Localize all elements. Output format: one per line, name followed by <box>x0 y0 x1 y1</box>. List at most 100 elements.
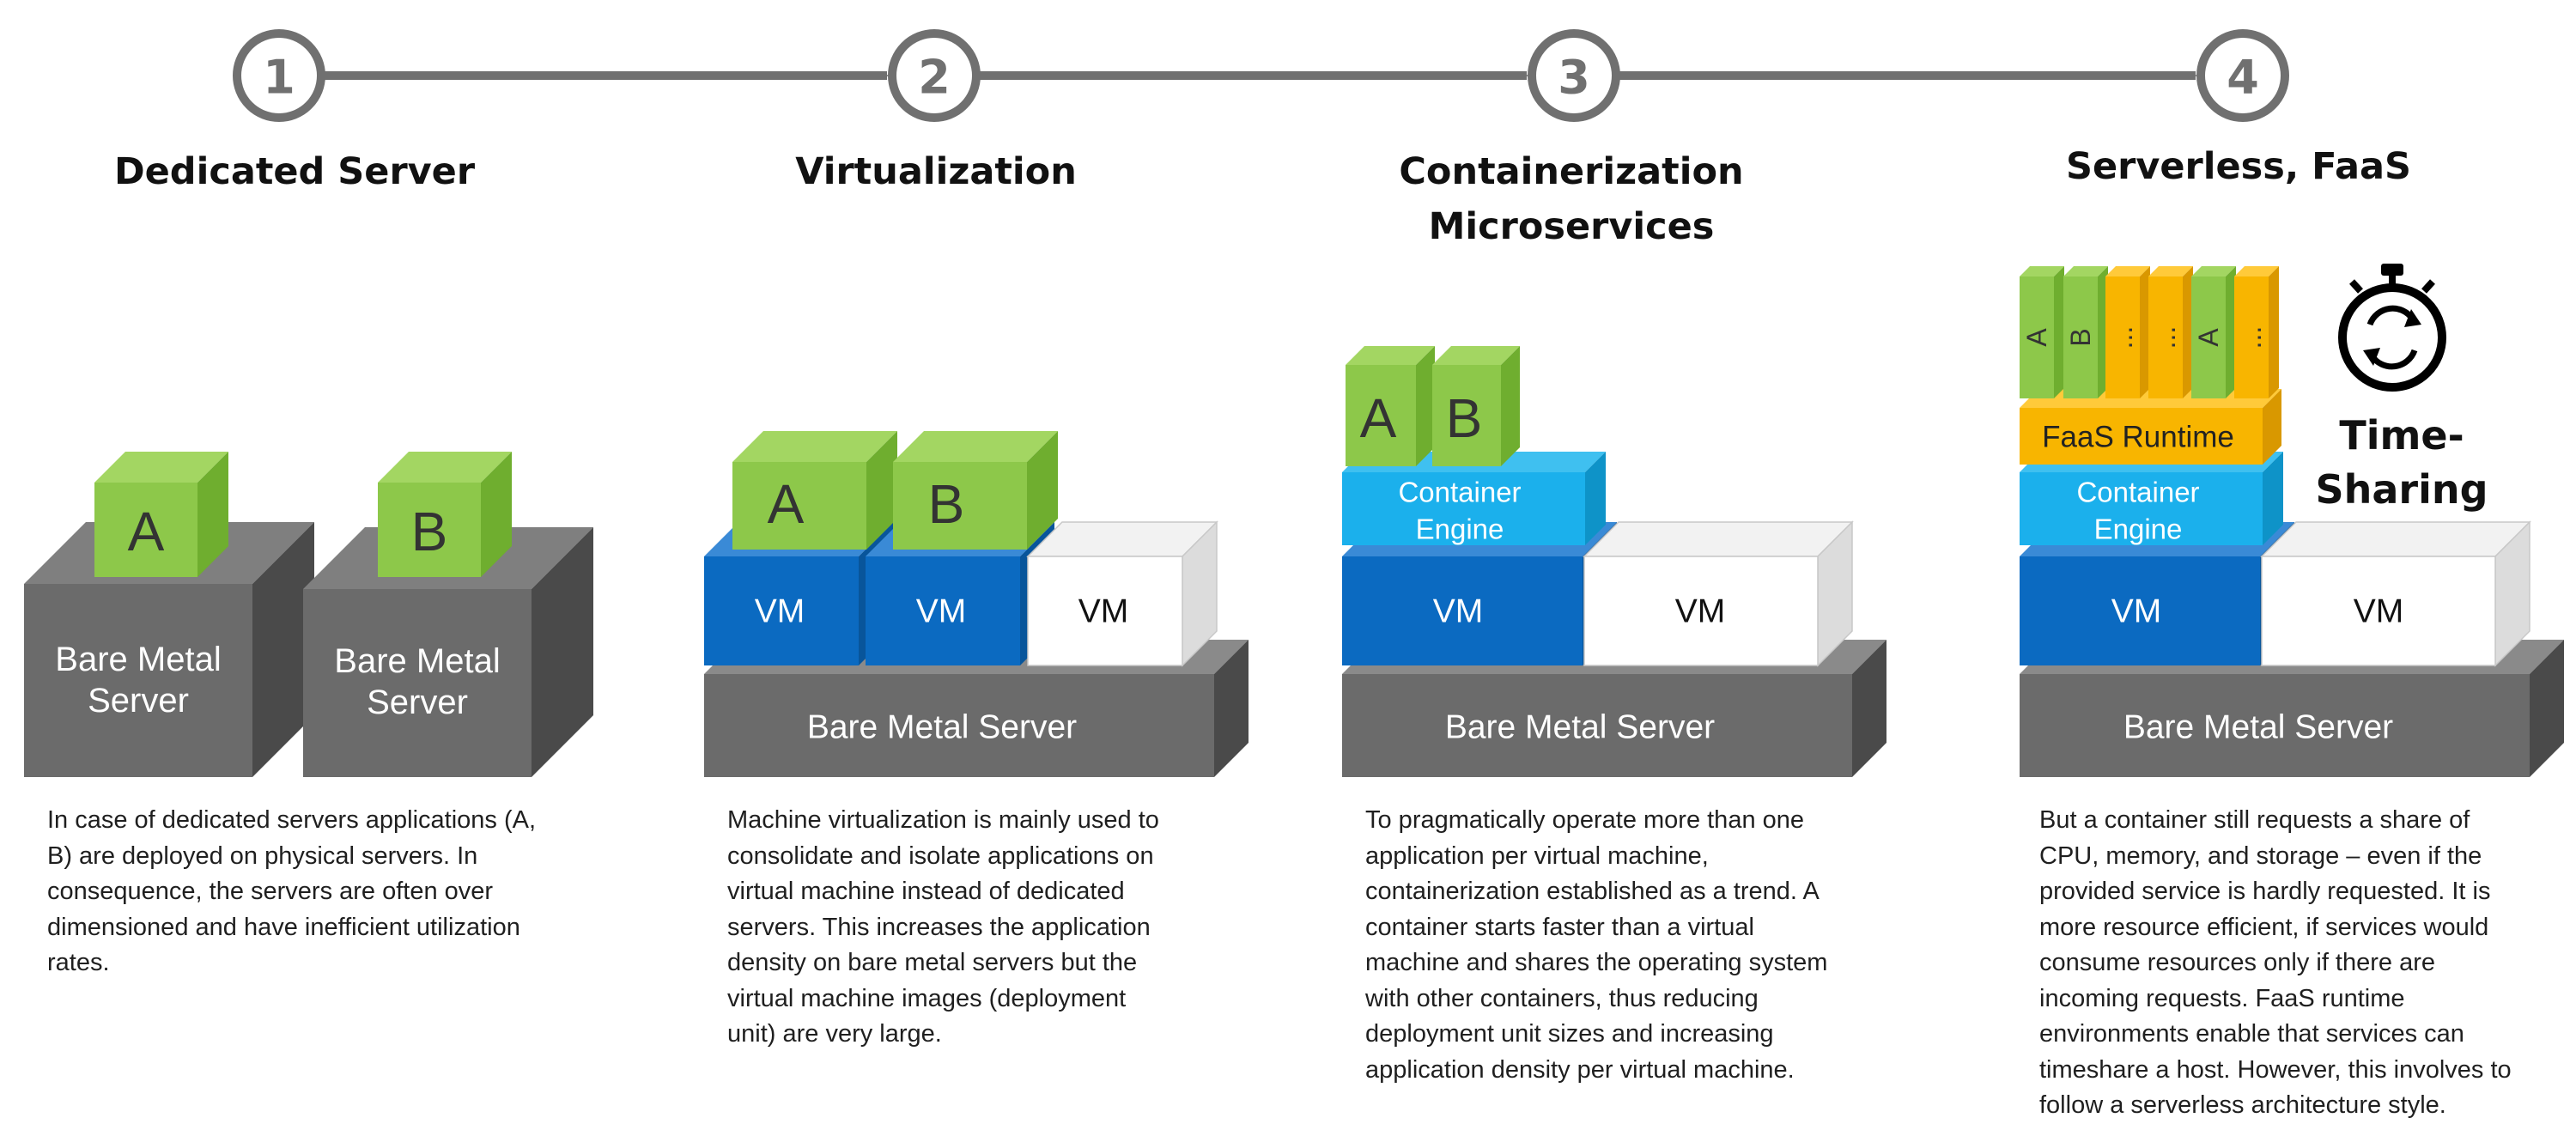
vm-3-block <box>1026 520 1218 667</box>
function-label: ... <box>2236 326 2267 349</box>
description-line: consequence, the servers are often over <box>47 878 494 905</box>
function-slice <box>2234 266 2279 398</box>
description-line: B) are deployed on physical servers. In <box>47 841 478 870</box>
description-line: dimensioned and have inefficient utiliza… <box>47 913 520 941</box>
app-label: B <box>411 501 448 562</box>
vm-label: VM <box>2354 593 2404 630</box>
app-label: B <box>928 473 965 535</box>
description-line: CPU, memory, and storage – even if the <box>2039 841 2482 870</box>
description-line: rates. <box>47 949 110 976</box>
function-label: ... <box>2107 326 2138 349</box>
function-slice <box>2148 266 2193 398</box>
description-line: servers. This increases the application <box>727 913 1151 941</box>
description-line: In case of dedicated servers application… <box>47 806 537 834</box>
description-line: virtual machine images (deployment <box>727 984 1127 1012</box>
step-title-3: Microservices <box>1429 205 1715 248</box>
description-line: density on bare metal servers but the <box>727 949 1138 976</box>
scene: Dedicated Server Virtualization Containeri… <box>24 145 2564 777</box>
description-line: environments enable that services can <box>2039 1020 2464 1048</box>
app-a-block <box>732 431 897 550</box>
description-line: consolidate and isolate applications on <box>727 841 1154 870</box>
server-label: Bare Metal Server <box>1445 709 1715 746</box>
function-slice <box>2105 266 2150 398</box>
description-line: virtual machine instead of dedicated <box>727 878 1125 905</box>
container-engine-label: Container <box>1398 477 1521 508</box>
step-circle-2 <box>888 29 981 122</box>
description-line: application density per virtual machine. <box>1365 1055 1795 1084</box>
function-label: B <box>2065 328 2096 346</box>
description-line: But a container still requests a share o… <box>2039 806 2470 834</box>
function-slice <box>2191 266 2236 398</box>
server-label: Server <box>88 682 189 720</box>
bare-metal-server-1 <box>24 522 314 777</box>
vm-label: VM <box>916 593 967 630</box>
time-sharing-label: Sharing <box>2315 466 2488 513</box>
step-circle-1 <box>233 29 325 122</box>
step-title-1: Dedicated Server <box>114 150 476 193</box>
container-engine-label: Container <box>2076 477 2199 508</box>
stopwatch-icon <box>2338 264 2446 392</box>
description-line: Machine virtualization is mainly used to <box>727 806 1159 834</box>
app-label: A <box>128 501 165 562</box>
function-slice <box>2020 266 2064 398</box>
app-label: A <box>768 473 805 535</box>
app-a-block <box>1346 346 1435 466</box>
step-title-2: Virtualization <box>795 150 1077 193</box>
vm-2-block <box>2260 520 2531 667</box>
step-number-2: 2 <box>918 51 951 105</box>
description-line: containerization established as a trend.… <box>1365 878 1820 905</box>
description-line: consume resources only if there are <box>2039 949 2435 976</box>
step-number-3: 3 <box>1558 51 1590 105</box>
step-title-3: Containerization <box>1399 150 1743 193</box>
step-title-4: Serverless, FaaS <box>2066 145 2411 188</box>
server-label: Bare Metal Server <box>807 709 1077 746</box>
app-b-block <box>378 452 512 577</box>
step-circle-3 <box>1528 29 1620 122</box>
description-line: deployment unit sizes and increasing <box>1365 1020 1774 1048</box>
bare-metal-server-2 <box>303 527 593 777</box>
app-label: A <box>1360 387 1397 449</box>
description-line: provided service is hardly requested. It… <box>2039 878 2491 905</box>
timeline: 1 2 3 4 <box>233 29 2289 122</box>
description-line: follow a serverless architecture style. <box>2039 1091 2446 1119</box>
description-line: To pragmatically operate more than one <box>1365 806 1805 834</box>
description-step-4: But a container still requests a share o… <box>2039 803 2546 1124</box>
vm-label: VM <box>1675 593 1726 630</box>
container-engine-label: Engine <box>1416 513 1504 545</box>
function-slice <box>2063 266 2108 398</box>
server-label: Bare Metal Server <box>2123 709 2393 746</box>
description-line: timeshare a host. However, this involves… <box>2039 1055 2512 1084</box>
description-line: incoming requests. FaaS runtime <box>2039 984 2405 1012</box>
function-label: A <box>2193 328 2224 347</box>
function-label: ... <box>2150 326 2181 349</box>
vm-label: VM <box>1078 593 1129 630</box>
vm-label: VM <box>1433 593 1484 630</box>
description-step-2: Machine virtualization is mainly used to… <box>727 803 1234 1053</box>
description-line: unit) are very large. <box>727 1020 942 1048</box>
description-line: with other containers, thus reducing <box>1365 984 1759 1012</box>
description-line: container starts faster than a virtual <box>1365 913 1754 941</box>
time-sharing-label: Time- <box>2339 412 2464 459</box>
description-line: application per virtual machine, <box>1365 841 1709 870</box>
function-label: A <box>2021 328 2052 347</box>
step-circle-4 <box>2196 29 2289 122</box>
description-line: more resource efficient, if services wou… <box>2039 913 2489 941</box>
app-b-block <box>1432 346 1520 466</box>
vm-label: VM <box>755 593 805 630</box>
app-a-block <box>94 452 228 577</box>
app-b-block <box>893 431 1058 550</box>
faas-runtime-label: FaaS Runtime <box>2042 421 2234 454</box>
description-step-3: To pragmatically operate more than one ap… <box>1365 803 1872 1088</box>
server-label: Server <box>367 684 468 721</box>
vm-2-block <box>1583 520 1854 667</box>
step-number-1: 1 <box>263 51 295 105</box>
server-label: Bare Metal <box>334 642 500 680</box>
container-engine-label: Engine <box>2094 513 2183 545</box>
description-step-1: In case of dedicated servers application… <box>47 803 554 981</box>
server-label: Bare Metal <box>55 641 221 678</box>
app-label: B <box>1446 387 1483 449</box>
description-line: machine and shares the operating system <box>1365 949 1828 976</box>
vm-label: VM <box>2111 593 2162 630</box>
step-number-4: 4 <box>2227 51 2259 105</box>
